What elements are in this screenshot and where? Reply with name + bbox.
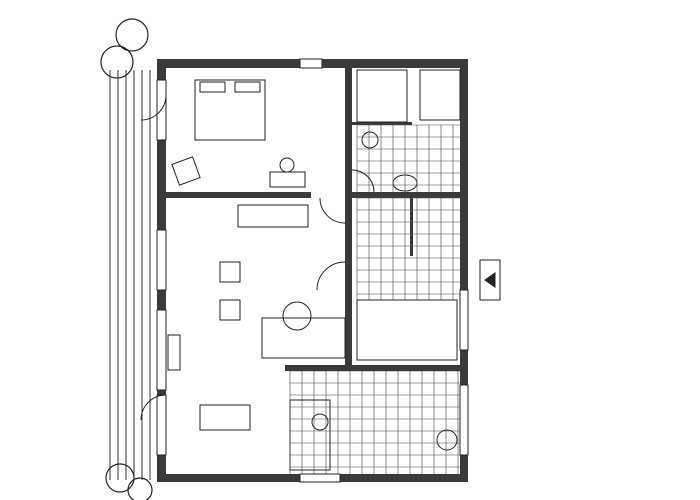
doors [140,94,375,421]
stove [311,413,329,431]
tree [100,45,134,79]
bed [194,79,266,141]
tiles [289,124,460,474]
tree [115,18,149,52]
desk [269,171,306,188]
wardrobe [356,69,408,123]
furniture [167,69,501,471]
terrace [109,70,151,480]
armchair [171,156,201,186]
dining-table [199,404,251,431]
chair [219,299,241,321]
coffee-table [282,301,312,331]
cabinet [237,204,309,228]
appliance [436,429,458,451]
chair [219,261,241,283]
toilet [361,131,379,149]
lamp [279,157,295,173]
entrance [479,259,501,301]
interior-walls [166,68,460,371]
sideboard [167,334,181,371]
staircase [356,299,458,361]
entry-arrow [484,272,496,288]
tree [127,477,153,500]
kitchen-counter [289,399,331,471]
sofa [261,317,346,359]
shower [419,69,461,121]
